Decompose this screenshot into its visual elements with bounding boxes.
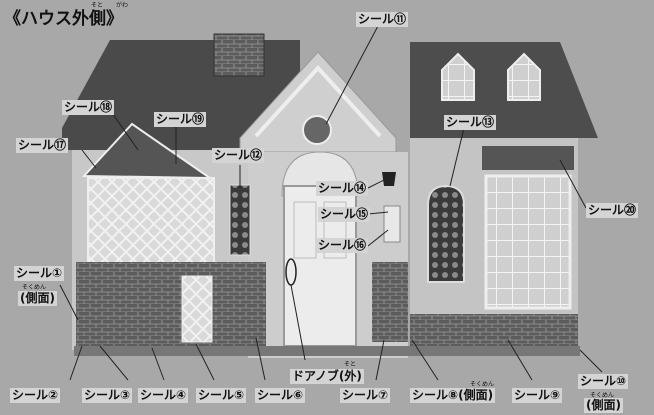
wall-lamp bbox=[382, 172, 396, 186]
label-sticker-16: シール⑯ bbox=[316, 238, 369, 253]
label-sticker-11: シール⑪ bbox=[356, 12, 409, 27]
bay-window bbox=[87, 177, 215, 265]
brick-planter bbox=[372, 262, 408, 342]
label-sticker-14: シール⑭ bbox=[316, 181, 369, 196]
label-sticker-12: シール⑫ bbox=[212, 148, 265, 163]
label-sticker-20: シール⑳ bbox=[586, 203, 639, 218]
label-sticker-8: シール⑧(側面) bbox=[410, 388, 496, 403]
decor-panel-left bbox=[229, 184, 251, 256]
label-sticker-10: シール⑩ bbox=[578, 374, 629, 389]
label-sticker-7: シール⑦ bbox=[340, 388, 391, 403]
dormer-window-2 bbox=[507, 52, 541, 101]
large-window bbox=[484, 174, 572, 310]
right-roof bbox=[410, 42, 598, 138]
label-sticker-15: シール⑮ bbox=[318, 207, 371, 222]
label-doorknob: ドアノブ(外) bbox=[290, 369, 364, 384]
label-sticker-13: シール⑬ bbox=[444, 115, 497, 130]
doorknob-ruby: そと bbox=[344, 361, 357, 368]
label-sticker-10-side: (側面) bbox=[584, 398, 623, 413]
label-sticker-18: シール⑱ bbox=[62, 100, 115, 115]
label-sticker-9: シール⑨ bbox=[512, 388, 563, 403]
leader-lines bbox=[59, 25, 603, 381]
label-sticker-17: シール⑰ bbox=[16, 138, 69, 153]
dormer-window-1 bbox=[441, 52, 475, 101]
label-sticker-6: シール⑥ bbox=[255, 388, 306, 403]
label-sticker-10-ruby: そくめん bbox=[590, 392, 615, 399]
mailbox bbox=[383, 205, 401, 243]
gable-medallion bbox=[302, 115, 332, 145]
page-title: 《ハウス外側》 bbox=[4, 9, 123, 29]
label-sticker-1: シール① bbox=[14, 266, 65, 281]
label-sticker-1-side: (側面) bbox=[18, 291, 57, 306]
label-sticker-5: シール⑤ bbox=[196, 388, 247, 403]
trellis-gate bbox=[181, 275, 213, 343]
label-sticker-8-ruby: そくめん bbox=[470, 381, 495, 388]
label-sticker-3: シール③ bbox=[82, 388, 133, 403]
chimney bbox=[213, 33, 265, 77]
label-sticker-2: シール② bbox=[10, 388, 61, 403]
title-ruby-gawa: がわ bbox=[116, 2, 129, 9]
label-sticker-1-ruby: そくめん bbox=[22, 284, 47, 291]
label-sticker-19: シール⑲ bbox=[154, 112, 207, 127]
title-ruby-soto: そと bbox=[91, 2, 104, 9]
awning bbox=[482, 146, 574, 170]
label-sticker-4: シール④ bbox=[138, 388, 189, 403]
arched-window-right bbox=[427, 184, 465, 283]
left-brick-base bbox=[76, 262, 266, 350]
